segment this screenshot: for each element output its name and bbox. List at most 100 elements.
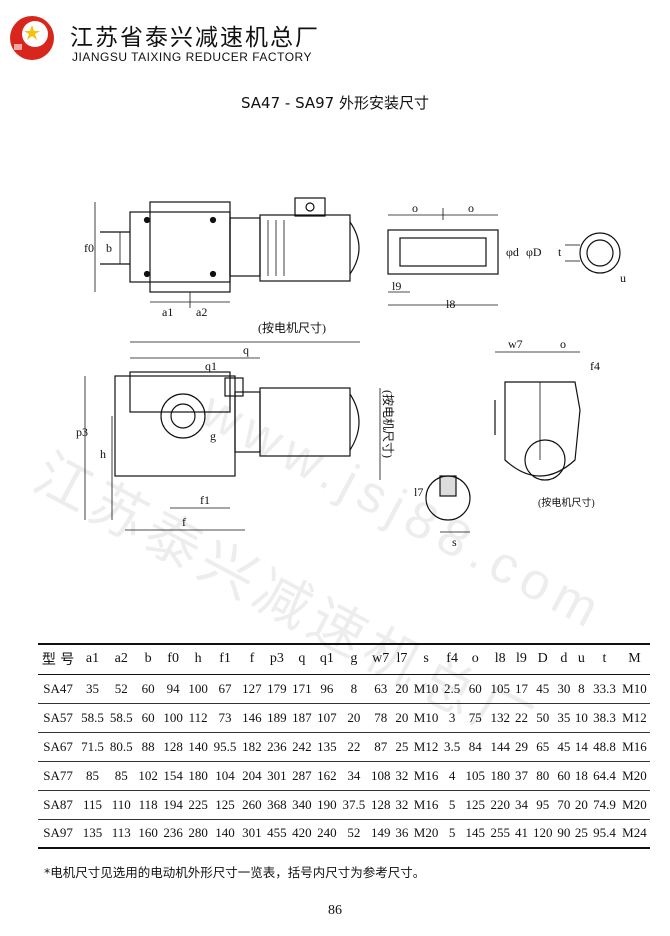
table-cell: 2.5	[441, 674, 463, 704]
table-cell: 3	[441, 703, 463, 733]
table-cell: 242	[289, 732, 315, 762]
table-cell: 107	[314, 703, 340, 733]
table-cell: 29	[512, 732, 531, 762]
column-header: 型 号	[38, 644, 79, 675]
column-header: q	[289, 644, 315, 675]
label-u: u	[620, 271, 626, 285]
table-cell: 187	[289, 703, 315, 733]
model-cell: SA67	[38, 732, 79, 762]
table-cell: 20	[339, 703, 369, 733]
model-cell: SA97	[38, 819, 79, 849]
label-o-1: o	[412, 201, 418, 215]
table-cell: 3.5	[441, 732, 463, 762]
table-cell: 85	[106, 761, 136, 791]
table-cell: 236	[264, 732, 290, 762]
table-cell: 60	[555, 761, 573, 791]
table-cell: 32	[393, 790, 411, 820]
front-view-drawing	[84, 341, 381, 531]
table-cell: 73	[210, 703, 240, 733]
column-header: M	[618, 644, 650, 675]
label-p3: p3	[76, 425, 88, 439]
label-a1: a1	[162, 305, 173, 319]
table-cell: 145	[462, 819, 488, 849]
table-cell: 255	[487, 819, 513, 849]
table-cell: 45	[555, 732, 573, 762]
top-view-drawing	[94, 197, 360, 308]
column-header: D	[530, 644, 556, 675]
table-cell: 455	[264, 819, 290, 849]
table-cell: 236	[160, 819, 186, 849]
table-cell: 52	[339, 819, 369, 849]
table-cell: 5	[441, 819, 463, 849]
table-cell: 225	[185, 790, 211, 820]
footnote: *电机尺寸见选用的电动机外形尺寸一览表，括号内尺寸为参考尺寸。	[44, 865, 426, 880]
table-cell: 301	[239, 819, 265, 849]
column-header: t	[590, 644, 619, 675]
model-cell: SA47	[38, 674, 79, 704]
label-o-side: o	[560, 337, 566, 351]
table-cell: 58.5	[106, 703, 136, 733]
table-cell: 71.5	[78, 732, 107, 762]
label-q1: q1	[205, 359, 217, 373]
column-header: u	[572, 644, 591, 675]
table-cell: 240	[314, 819, 340, 849]
table-cell: 180	[185, 761, 211, 791]
table-cell: M10	[410, 674, 442, 704]
table-cell: 37.5	[339, 790, 369, 820]
model-cell: SA87	[38, 790, 79, 820]
table-cell: 182	[239, 732, 265, 762]
table-cell: 95	[530, 790, 556, 820]
company-logo	[10, 16, 54, 60]
column-header: b	[135, 644, 161, 675]
table-cell: M20	[410, 819, 442, 849]
label-b: b	[106, 241, 112, 255]
table-cell: 120	[530, 819, 556, 849]
column-header: l7	[393, 644, 411, 675]
table-cell: 65	[530, 732, 556, 762]
table-cell: 118	[135, 790, 161, 820]
table-cell: 38.3	[590, 703, 619, 733]
label-s: s	[452, 535, 457, 549]
table-cell: 287	[289, 761, 315, 791]
label-f1: f1	[200, 493, 210, 507]
model-cell: SA57	[38, 703, 79, 733]
column-header: o	[462, 644, 488, 675]
column-header: a1	[78, 644, 107, 675]
table-cell: 35	[555, 703, 573, 733]
table-cell: M10	[618, 674, 650, 704]
table-cell: 180	[487, 761, 513, 791]
table-cell: 8	[572, 674, 591, 704]
table-cell: 35	[78, 674, 107, 704]
label-o-2: o	[468, 201, 474, 215]
table-cell: 110	[106, 790, 136, 820]
table-cell: 37	[512, 761, 531, 791]
label-motor-dim-vertical: (按电机尺寸)	[381, 390, 395, 458]
table-cell: 301	[264, 761, 290, 791]
label-motor-dim: (按电机尺寸)	[258, 321, 326, 335]
label-t: t	[558, 245, 562, 259]
table-cell: 194	[160, 790, 186, 820]
table-cell: 60	[135, 674, 161, 704]
model-cell: SA77	[38, 761, 79, 791]
label-g: g	[210, 429, 216, 443]
label-q: q	[243, 343, 249, 357]
table-cell: M20	[618, 761, 650, 791]
company-name-cn: 江苏省泰兴减速机总厂	[70, 25, 320, 51]
table-cell: 41	[512, 819, 531, 849]
table-cell: 144	[487, 732, 513, 762]
table-cell: 64.4	[590, 761, 619, 791]
table-cell: 60	[462, 674, 488, 704]
table-cell: 80	[530, 761, 556, 791]
table-cell: 135	[314, 732, 340, 762]
column-header: p3	[264, 644, 290, 675]
table-cell: 30	[555, 674, 573, 704]
table-cell: 146	[239, 703, 265, 733]
table-cell: 32	[393, 761, 411, 791]
